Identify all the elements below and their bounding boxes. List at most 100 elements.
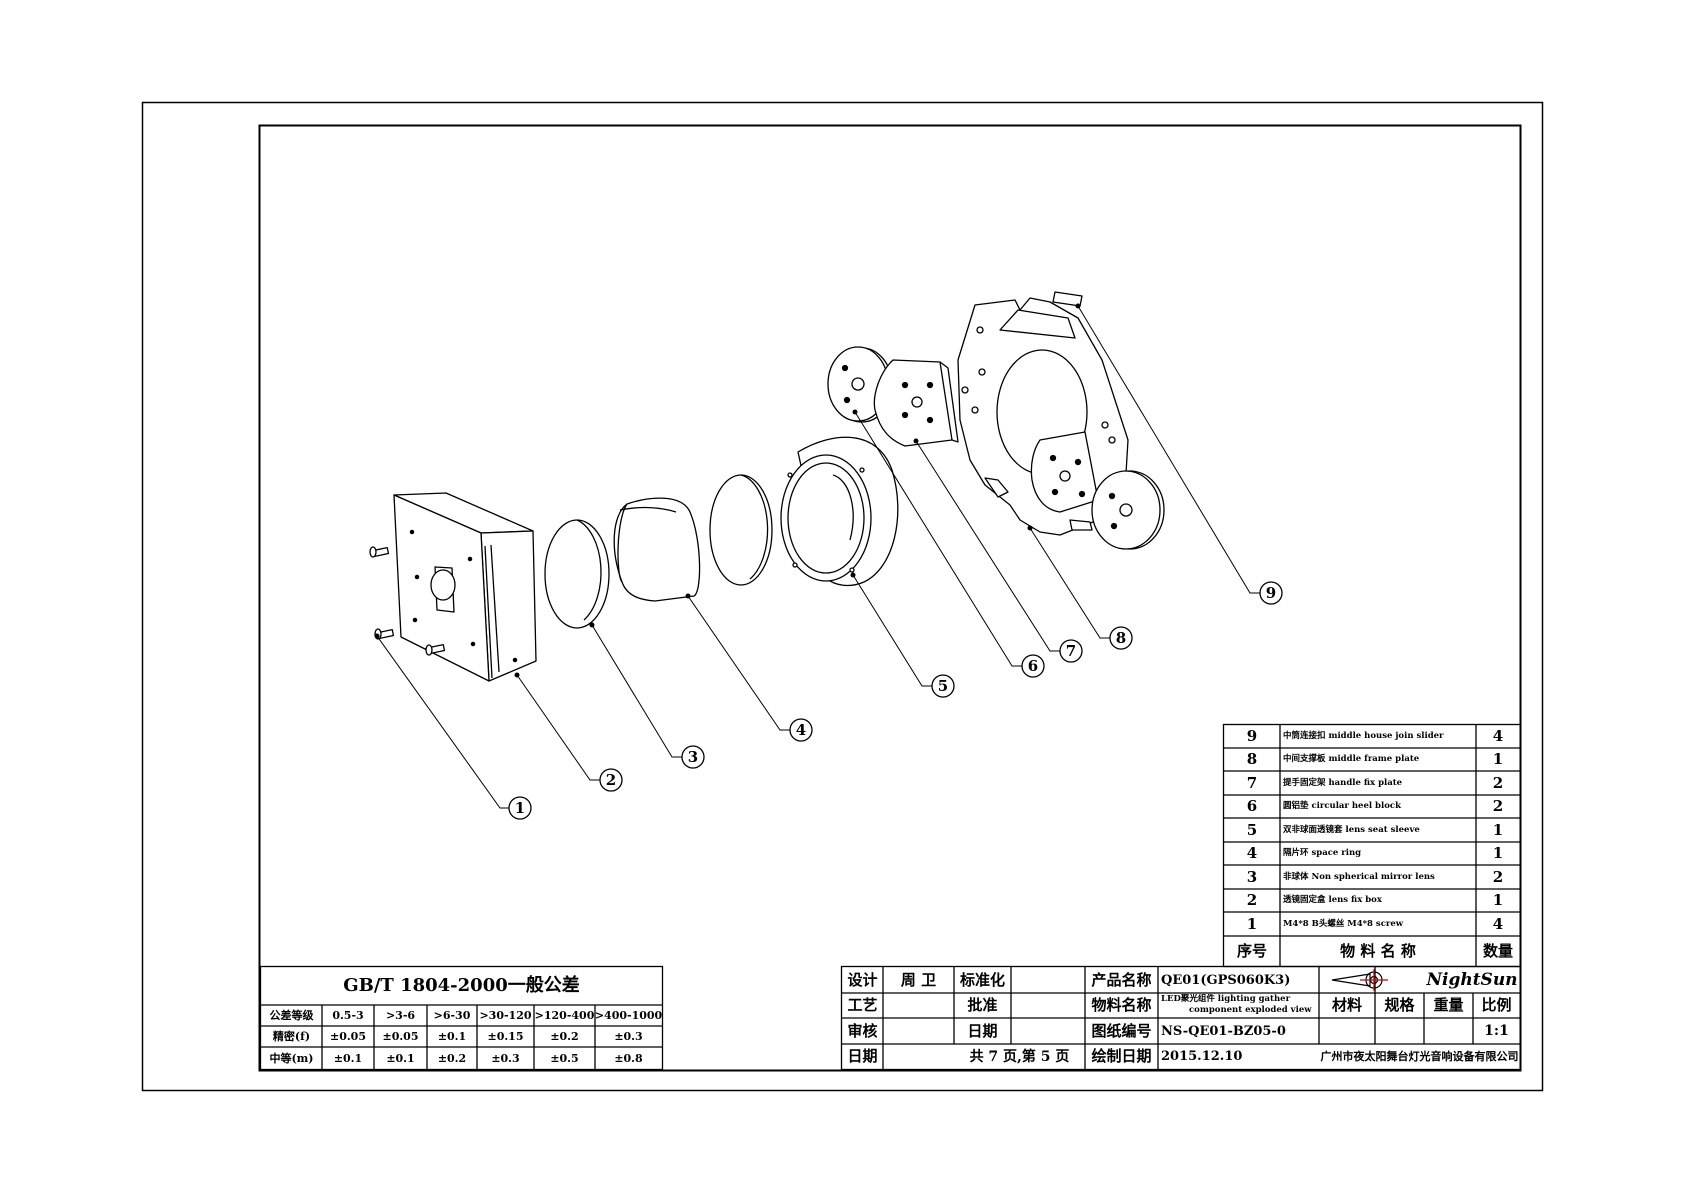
product-name-value: QE01(GPS060K3) (1161, 972, 1291, 988)
bom-name: 中间支撑板 middle frame plate (1283, 754, 1420, 765)
draw-date-value: 2015.12.10 (1161, 1049, 1243, 1064)
bom-no: 4 (1246, 844, 1258, 862)
bom-qty: 4 (1492, 727, 1504, 745)
date-label: 日期 (847, 1047, 878, 1065)
bom-qty: 2 (1492, 797, 1504, 815)
part-7-handle-plate-bottom (1030, 431, 1099, 513)
bom-qty: 2 (1492, 867, 1504, 886)
tolerance-cell: 中等(m) (269, 1051, 314, 1065)
tolerance-cell: ±0.3 (614, 1030, 643, 1043)
balloon-1: 1 (515, 799, 525, 817)
bom-qty: 1 (1492, 750, 1504, 768)
brand-logo: NightSun (1426, 969, 1518, 990)
tolerance-cell: ±0.1 (437, 1030, 467, 1043)
bom-qty: 1 (1492, 844, 1504, 862)
balloon-2: 2 (606, 771, 616, 789)
drawing-no-label: 图纸编号 (1091, 1021, 1152, 1040)
material-name-value: LED聚光组件 lighting gather component explod… (1159, 994, 1317, 1018)
leader-dots (374, 303, 1081, 678)
tolerance-cell: ±0.8 (614, 1051, 643, 1065)
logo-symbol (1331, 969, 1388, 991)
balloon-labels: 1 2 3 4 5 6 7 8 9 (515, 584, 1276, 817)
bom-no: 8 (1246, 750, 1258, 768)
bom-qty: 1 (1492, 820, 1504, 839)
check-label: 审核 (847, 1021, 878, 1040)
tolerance-cell: ±0.15 (487, 1030, 524, 1043)
bom-qty: 4 (1492, 914, 1504, 933)
tolerance-header: >3-6 (385, 1009, 416, 1022)
bom-name: 中筒连接扣 middle house join slider (1283, 731, 1444, 742)
date-label-mid: 日期 (967, 1021, 998, 1040)
bom-header-no: 序号 (1236, 941, 1267, 960)
part-2-lens-fix-box (393, 492, 537, 682)
inner-border (258, 124, 1522, 1072)
bom-name: 提手固定架 handle fix plate (1283, 777, 1403, 788)
bom-no: 3 (1246, 867, 1258, 886)
bom-grid (1222, 723, 1522, 968)
tolerance-header: 公差等级 (269, 1009, 314, 1022)
part-3-lens-left (544, 519, 610, 629)
tolerance-title: GB/T 1804-2000一般公差 (343, 975, 580, 996)
outer-border (141, 101, 1544, 1092)
standardization-label: 标准化 (959, 970, 1005, 989)
bom-name: 双非球面透镜套 lens seat sleeve (1283, 824, 1420, 835)
spec-label: 规格 (1384, 996, 1415, 1014)
part-4-space-ring (613, 497, 701, 602)
material-label: 材料 (1331, 996, 1362, 1014)
tolerance-cell: ±0.3 (491, 1051, 520, 1065)
balloon-9: 9 (1266, 584, 1276, 602)
scale-value: 1:1 (1484, 1023, 1509, 1039)
title-block-grid (840, 965, 1522, 1071)
balloon-5: 5 (938, 677, 948, 695)
balloon-8: 8 (1116, 629, 1126, 647)
bom-name: 圆铝垫 circular heel block (1283, 801, 1401, 812)
company-name: 广州市夜太阳舞台灯光音响设备有限公司 (1320, 1050, 1519, 1063)
leader-lines (376, 305, 1260, 809)
part-6-heel-block-bottom (1091, 470, 1165, 550)
bom-header-qty: 数量 (1482, 941, 1513, 960)
part-7-handle-plate-top (873, 359, 959, 447)
bom-no: 9 (1246, 727, 1258, 745)
tolerance-header: >400-1000 (595, 1009, 662, 1022)
tolerance-header: >6-30 (433, 1009, 471, 1022)
bom-qty: 1 (1492, 891, 1504, 909)
bom-no: 7 (1246, 773, 1258, 792)
tolerance-cell: ±0.1 (333, 1051, 363, 1065)
craft-label: 工艺 (847, 996, 878, 1014)
part-3-lens-right (709, 474, 773, 586)
bom-name: 非球体 Non spherical mirror lens (1283, 871, 1435, 882)
material-name-line2: component exploded view (1189, 1005, 1312, 1015)
drawing-no-value: NS-QE01-BZ05-0 (1161, 1023, 1286, 1039)
tolerance-cell: ±0.2 (550, 1030, 579, 1043)
bom-name: M4*8 B头螺丝 M4*8 screw (1283, 918, 1404, 929)
design-label: 设计 (847, 970, 878, 989)
page-count: 共 7 页,第 5 页 (969, 1048, 1070, 1065)
balloon-7: 7 (1066, 642, 1076, 660)
weight-label: 重量 (1433, 996, 1464, 1014)
bom-name: 隔片环 space ring (1283, 848, 1362, 859)
balloon-3: 3 (688, 748, 698, 766)
approve-label: 批准 (967, 996, 998, 1014)
bom-no: 5 (1246, 820, 1258, 839)
product-name-label: 产品名称 (1091, 970, 1152, 989)
tolerance-cell: ±0.1 (386, 1051, 415, 1065)
tolerance-header: >30-120 (479, 1009, 532, 1022)
tolerance-cell: 精密(f) (272, 1030, 311, 1043)
bom-no: 1 (1246, 914, 1258, 933)
scale-label: 比例 (1481, 996, 1512, 1014)
draw-date-label: 绘制日期 (1091, 1047, 1152, 1065)
tolerance-cell: ±0.5 (550, 1051, 579, 1065)
tolerance-cell: ±0.2 (437, 1051, 467, 1065)
tolerance-cell: ±0.05 (382, 1030, 419, 1043)
tolerance-grid (259, 965, 664, 1071)
balloon-6: 6 (1028, 657, 1038, 675)
balloon-4: 4 (796, 721, 806, 739)
bom-qty: 2 (1492, 773, 1504, 792)
bom-no: 6 (1246, 797, 1258, 815)
part-5-lens-seat-sleeve (780, 436, 899, 587)
tolerance-cell: ±0.05 (329, 1030, 366, 1043)
bom-name: 透镜固定盒 lens fix box (1283, 895, 1382, 906)
tolerance-header: >120-400 (534, 1009, 595, 1022)
material-name-line1: LED聚光组件 lighting gather (1161, 994, 1291, 1004)
